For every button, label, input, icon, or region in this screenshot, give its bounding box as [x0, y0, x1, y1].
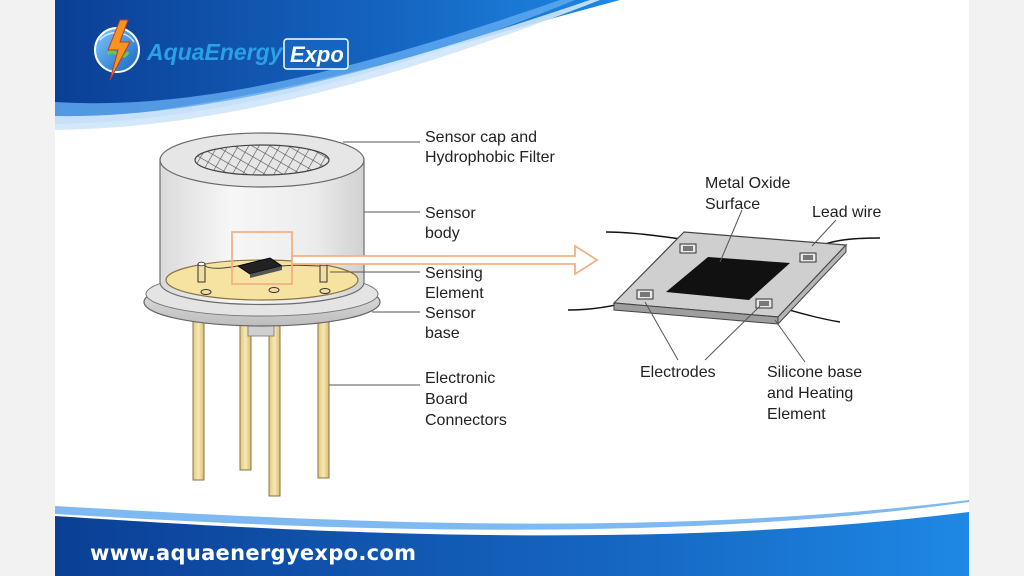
- logo-expo-box: [283, 38, 349, 70]
- label-sensing-line1: Sensing: [425, 265, 483, 282]
- label-connectors-line2: Board: [425, 391, 468, 408]
- pin: [192, 297, 205, 481]
- pin: [317, 297, 330, 479]
- magnify-arrow: [291, 244, 599, 276]
- label-electrodes: Electrodes: [640, 364, 716, 381]
- detail-leader-lines: [644, 209, 837, 363]
- label-body-line2: body: [425, 225, 460, 242]
- website-url[interactable]: www.aquaenergyexpo.com: [90, 541, 416, 565]
- sensing-element-detail: [567, 231, 881, 326]
- post: [319, 263, 328, 283]
- post: [197, 263, 206, 283]
- sensor-labels: Sensor cap and Hydrophobic Filter Sensor…: [425, 129, 556, 429]
- label-oxide-line2: Surface: [705, 196, 760, 213]
- metal-oxide-surface: [666, 257, 790, 300]
- footer-swoosh: [55, 500, 969, 576]
- label-base-line1: Sensor: [425, 305, 476, 322]
- lead-wire: [605, 231, 689, 241]
- sensor-illustration: [143, 132, 381, 497]
- label-connectors-line1: Electronic: [425, 370, 495, 387]
- post: [200, 289, 212, 295]
- label-silicone-line2: and Heating: [767, 385, 853, 402]
- label-silicone-line1: Silicone base: [767, 364, 862, 381]
- label-sensing-line2: Element: [425, 285, 484, 302]
- hydrophobic-filter-mesh: [194, 144, 330, 176]
- sensor-leader-lines: [329, 141, 420, 386]
- left-margin: [0, 0, 55, 576]
- label-cap-line2: Hydrophobic Filter: [425, 149, 556, 166]
- label-body-line1: Sensor: [425, 205, 476, 222]
- post: [268, 287, 280, 293]
- label-connectors-line3: Connectors: [425, 412, 507, 429]
- logo-text-secondary: Expo: [290, 42, 344, 67]
- right-margin: [969, 0, 1024, 576]
- label-silicone-line3: Element: [767, 406, 826, 423]
- label-cap-line1: Sensor cap and: [425, 129, 537, 146]
- logo-text-primary: AquaEnergy: [146, 39, 284, 65]
- brand-logo: AquaEnergy Expo: [94, 19, 349, 81]
- lightning-icon: [107, 19, 131, 81]
- label-oxide-line1: Metal Oxide: [705, 175, 790, 192]
- label-base-line2: base: [425, 325, 460, 342]
- post: [319, 288, 331, 294]
- detail-labels: Metal Oxide Surface Lead wire Electrodes…: [640, 175, 881, 423]
- label-lead-wire: Lead wire: [812, 204, 881, 221]
